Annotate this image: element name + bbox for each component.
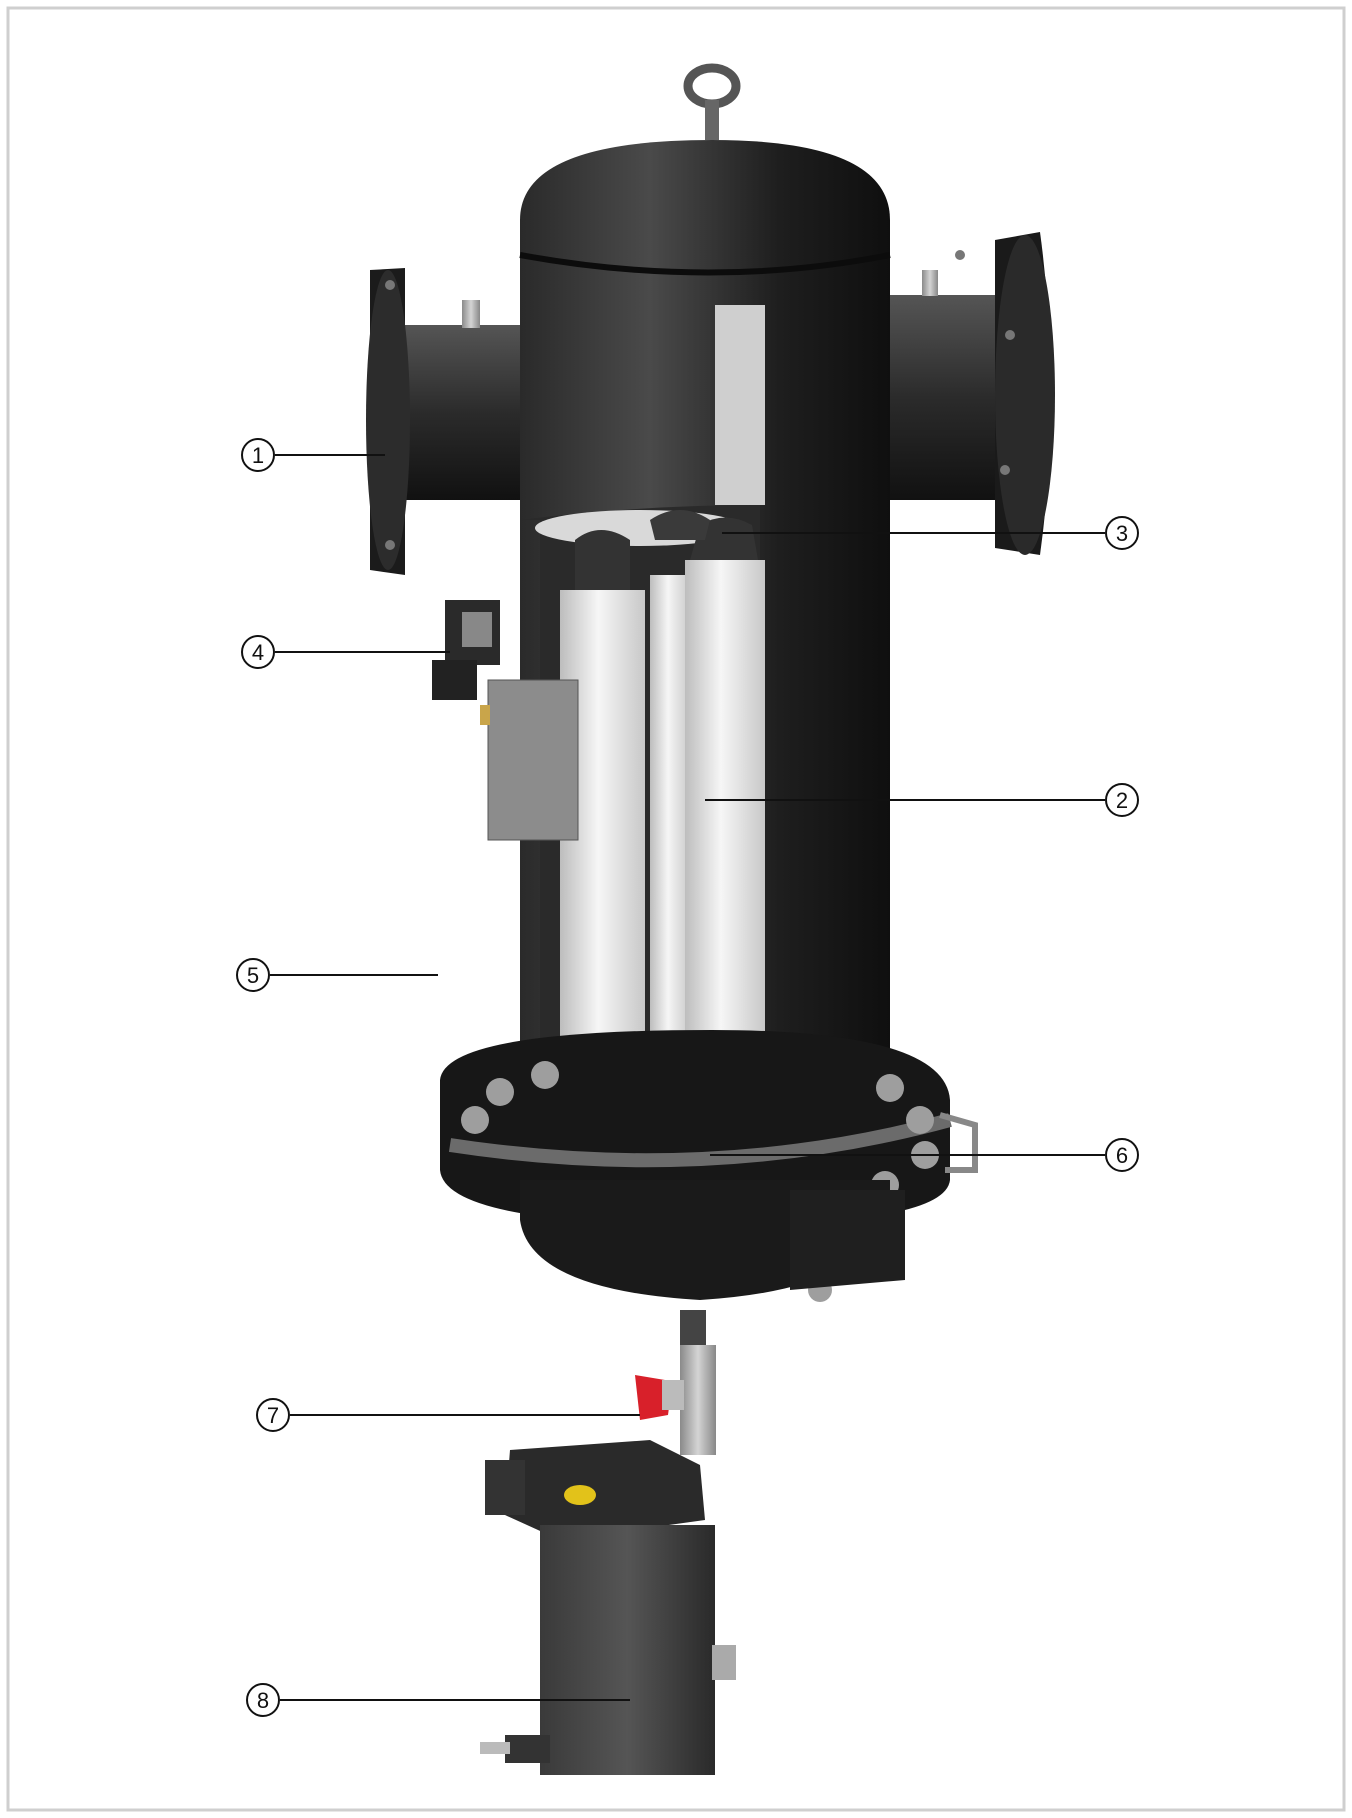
callout-label-6: 6: [1116, 1143, 1128, 1168]
callout-5: 5: [236, 958, 270, 992]
callout-label-1: 1: [252, 443, 264, 468]
figure-frame: [6, 6, 1346, 1812]
bottom-flange: [440, 1030, 978, 1302]
outlet-pipe: [880, 232, 1055, 555]
callout-label-8: 8: [257, 1688, 269, 1713]
callout-1: 1: [241, 438, 275, 472]
lifting-eye: [683, 63, 741, 140]
callout-label-3: 3: [1116, 521, 1128, 546]
filter-cartridges: [560, 510, 765, 1060]
callout-6: 6: [1105, 1138, 1139, 1172]
leader-lines: [270, 454, 1105, 1701]
callout-7: 7: [256, 1398, 290, 1432]
callout-4: 4: [241, 635, 275, 669]
drain-valve: [635, 1310, 716, 1455]
callout-8: 8: [246, 1683, 280, 1717]
callout-3: 3: [1105, 516, 1139, 550]
callout-label-7: 7: [267, 1403, 279, 1428]
callout-label-2: 2: [1116, 788, 1128, 813]
vessel-bottom: [520, 1180, 905, 1300]
inlet-pipe: [366, 268, 540, 575]
callout-2: 2: [1105, 783, 1139, 817]
callout-label-5: 5: [247, 963, 259, 988]
pressure-gauge: [432, 600, 579, 841]
condensate-drain: [480, 1440, 736, 1775]
callout-label-4: 4: [252, 640, 264, 665]
